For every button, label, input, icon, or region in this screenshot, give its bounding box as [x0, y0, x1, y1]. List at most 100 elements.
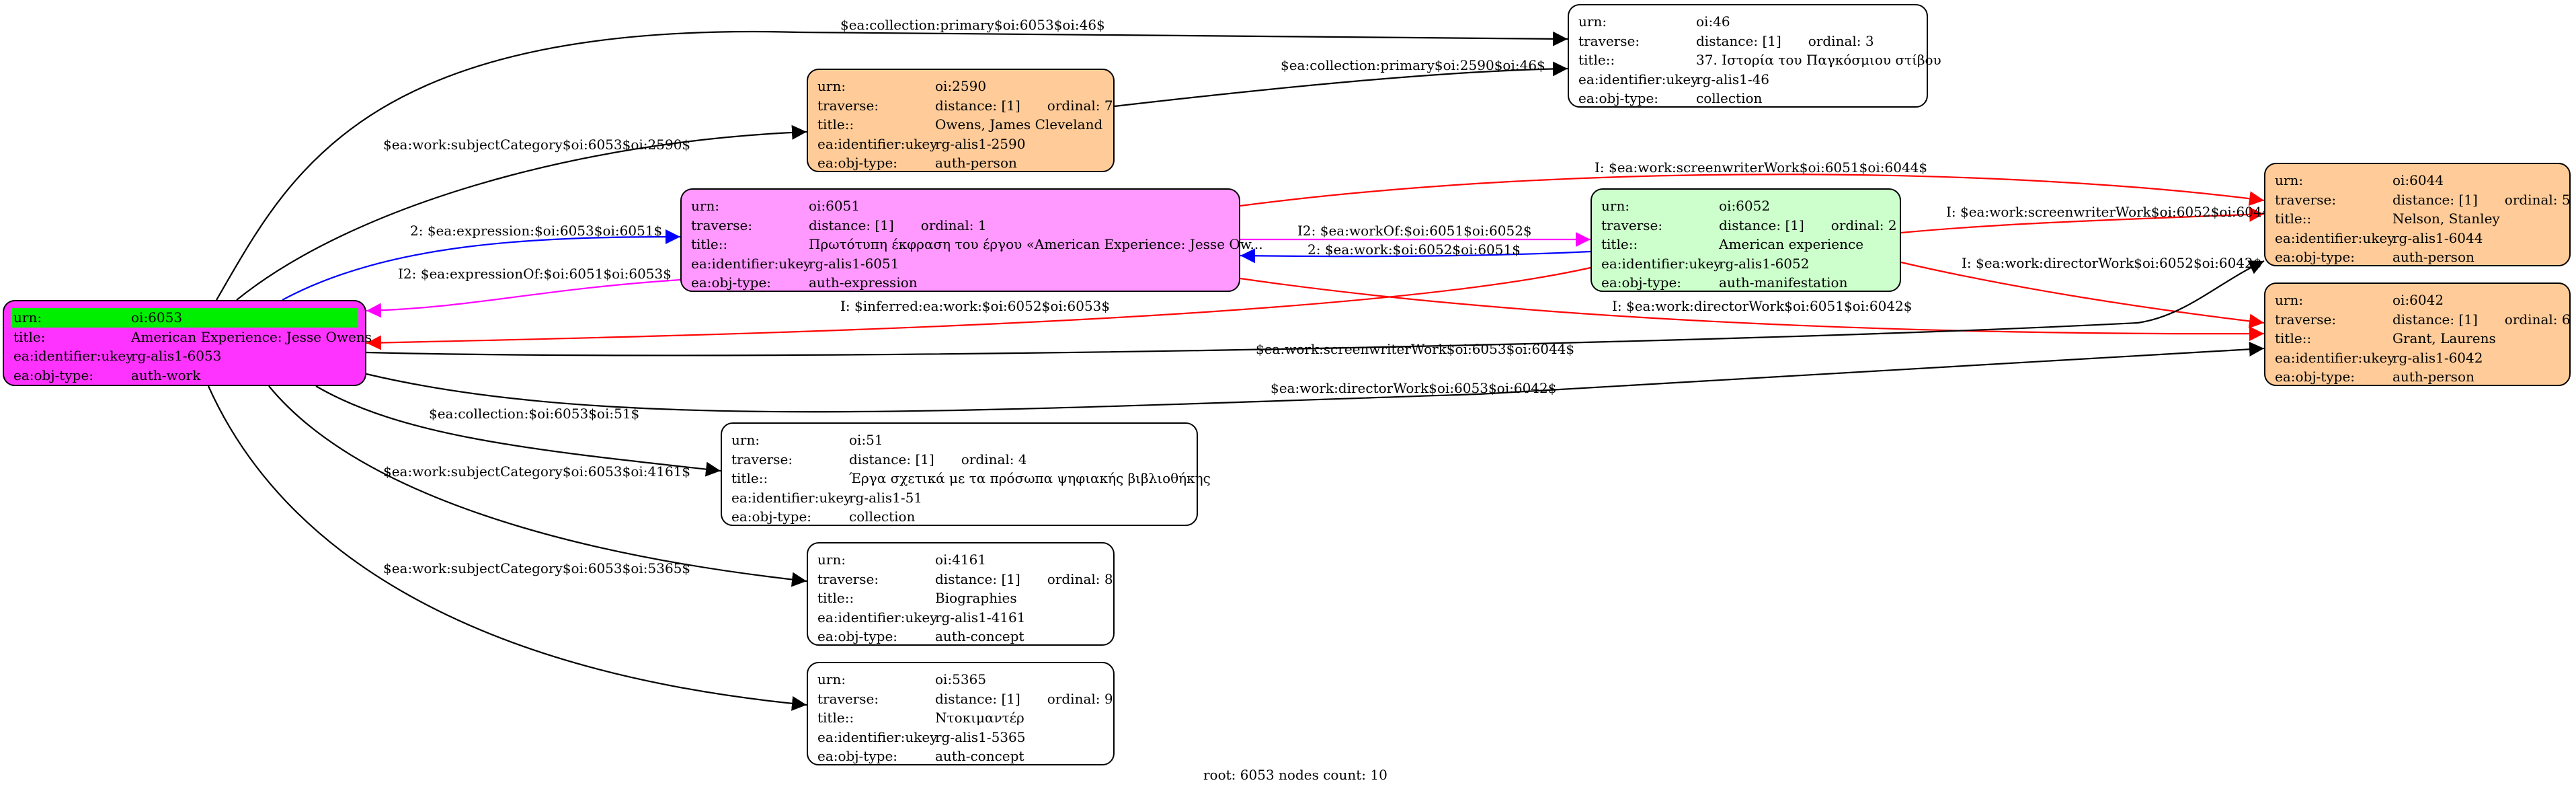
edge-e13 [366, 260, 2265, 356]
edge-label: $ea:work:subjectCategory$oi:6053$oi:2590… [383, 137, 690, 153]
key-ukey: ea:identifier:ukey [13, 348, 134, 364]
traverse-value: distance: [1] [935, 97, 1020, 114]
edge-label: $ea:collection:primary$oi:2590$oi:46$ [1281, 57, 1545, 73]
title-value: American experience [1719, 236, 1864, 252]
ordinal-value: ordinal: 1 [920, 217, 987, 233]
edge-e1 [216, 30, 1568, 301]
urn-value: oi:6042 [2392, 292, 2444, 308]
key-title: title:: [817, 590, 854, 606]
title-value: Ντοκιμαντέρ [935, 710, 1024, 726]
ukey-value: rg-alis1-5365 [935, 728, 1026, 745]
key-title: title:: [731, 470, 768, 486]
key-traverse: traverse: [731, 451, 793, 467]
edge-e12 [1240, 277, 2265, 342]
traverse-value: distance: [1] [1719, 217, 1804, 233]
ordinal-value: ordinal: 8 [1047, 570, 1113, 587]
edge-label: I: $ea:work:screenwriterWork$oi:6051$oi:… [1595, 159, 1927, 176]
node-2590[interactable]: urn:oi:2590 traverse:distance: [1]ordina… [807, 69, 1115, 172]
edge-e15 [315, 385, 721, 477]
node-46[interactable]: urn:oi:46 traverse:distance: [1]ordinal:… [1568, 4, 1941, 108]
traverse-value: distance: [1] [935, 690, 1020, 707]
node-root-6053[interactable]: urn:oi:6053 title:American Experience: J… [3, 300, 372, 386]
key-urn: urn: [13, 309, 42, 326]
key-objtype: ea:obj-type: [817, 628, 898, 644]
key-urn: urn: [2275, 292, 2304, 308]
traverse-value: distance: [1] [1696, 32, 1781, 49]
objtype-value: auth-person [2392, 369, 2474, 385]
edge-label: $ea:collection:$oi:6053$oi:51$ [429, 406, 639, 422]
key-ukey: ea:identifier:ukey [1601, 255, 1722, 272]
edge-e9 [1900, 206, 2265, 234]
edge-label: 2: $ea:expression:$oi:6053$oi:6051$ [410, 223, 662, 239]
traverse-value: distance: [1] [2392, 191, 2478, 208]
objtype-value: auth-manifestation [1719, 274, 1848, 291]
key-ukey: ea:identifier:ukey [817, 728, 938, 745]
key-title: title: [13, 328, 46, 345]
graph-caption: root: 6053 nodes count: 10 [1203, 767, 1387, 783]
edge-e3 [1114, 61, 1568, 108]
ukey-value: rg-alis1-6052 [1719, 255, 1810, 272]
edge-label: I: $ea:work:directorWork$oi:6051$oi:6042… [1612, 298, 1912, 314]
key-traverse: traverse: [817, 570, 879, 587]
node-6042[interactable]: urn: oi:6042 traverse: distance: [1] ordina… [2264, 282, 2571, 386]
key-urn: urn: [691, 198, 720, 214]
edge-label: $ea:work:screenwriterWork$oi:6053$oi:604… [1256, 341, 1574, 357]
key-objtype: ea:obj-type: [691, 274, 772, 291]
traverse-value: distance: [1] [809, 217, 894, 233]
ordinal-value: ordinal: 4 [961, 451, 1027, 467]
title-value: Πρωτότυπη έκφραση του έργου «American Ex… [809, 236, 1263, 252]
edge-label: 2: $ea:work:$oi:6052$oi:6051$ [1307, 241, 1521, 258]
ukey-value: rg-alis1-6051 [809, 255, 899, 272]
key-ukey: ea:identifier:ukey [817, 609, 938, 626]
title-value: Owens, James Cleveland [935, 116, 1103, 133]
key-urn: urn: [817, 78, 846, 94]
ukey-value: rg-alis1-4161 [935, 609, 1026, 626]
ukey-value: rg-alis1-2590 [935, 135, 1026, 152]
urn-value: oi:5365 [935, 671, 987, 687]
edge-e8 [1240, 248, 1591, 264]
title-value: Nelson, Stanley [2392, 211, 2500, 227]
edge-e5 [366, 278, 681, 318]
key-objtype: ea:obj-type: [2275, 369, 2356, 385]
key-traverse: traverse: [817, 690, 879, 707]
key-objtype: ea:obj-type: [817, 748, 898, 764]
key-urn: urn: [2275, 172, 2304, 188]
node-5365[interactable]: urn:oi:5365 traverse:distance: [1]ordina… [807, 662, 1115, 765]
ordinal-value: ordinal: 9 [1047, 690, 1113, 707]
key-urn: urn: [817, 552, 846, 568]
node-6051[interactable]: urn:oi:6051 traverse:distance: [1]ordina… [680, 188, 1263, 292]
edge-e2 [236, 124, 807, 301]
key-traverse: traverse: [2275, 191, 2337, 208]
edge-label: I: $ea:work:directorWork$oi:6052$oi:6042… [1962, 255, 2261, 271]
edge-e17 [207, 385, 807, 711]
ordinal-value: ordinal: 2 [1830, 217, 1897, 233]
edge-label: $ea:work:directorWork$oi:6053$oi:6042$ [1271, 380, 1556, 396]
node-4161[interactable]: urn:oi:4161 traverse:distance: [1]ordina… [807, 542, 1115, 646]
ukey-value: rg-alis1-6044 [2392, 229, 2483, 246]
traverse-value: distance: [1] [935, 570, 1020, 587]
key-title: title:: [1601, 236, 1638, 252]
node-6044[interactable]: urn:oi:6044 traverse:distance: [1]ordina… [2264, 163, 2571, 266]
node-6052[interactable]: urn:oi:6052 traverse:distance: [1]ordina… [1591, 188, 1901, 292]
edge-label: I2: $ea:expressionOf:$oi:6051$oi:6053$ [398, 266, 672, 282]
key-ukey: ea:identifier:ukey [2275, 229, 2395, 246]
objtype-value: collection [849, 509, 916, 525]
ukey-value: rg-alis1-6042 [2392, 349, 2483, 366]
objtype-value: auth-person [2392, 249, 2474, 265]
title-value: American Experience: Jesse Owens [131, 328, 372, 345]
traverse-value: distance: [1] [2392, 311, 2478, 328]
key-ukey: ea:identifier:ukey [817, 135, 938, 152]
edge-e10 [1900, 261, 2265, 329]
ukey-value: rg-alis1-6053 [131, 348, 222, 364]
key-ukey: ea:identifier:ukey [731, 489, 852, 506]
node-51[interactable]: urn:oi:51 traverse:distance: [1]ordinal:… [721, 422, 1211, 526]
ordinal-value: ordinal: 3 [1808, 32, 1874, 49]
urn-value: oi:51 [849, 432, 883, 448]
urn-value: oi:2590 [935, 78, 987, 94]
edge-e6 [1240, 174, 2265, 207]
key-objtype: ea:obj-type: [817, 155, 898, 171]
ordinal-value: ordinal: 6 [2504, 311, 2571, 328]
edge-e14 [366, 341, 2265, 413]
key-traverse: traverse: [2275, 311, 2337, 328]
key-traverse: traverse: [1601, 217, 1663, 233]
